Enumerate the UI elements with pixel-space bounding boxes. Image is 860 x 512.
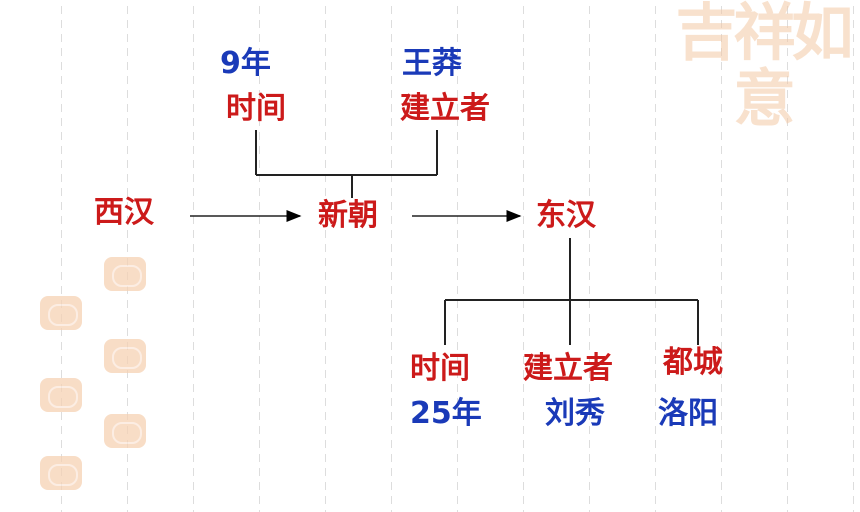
east-han-capital-label: 都城 xyxy=(663,345,723,380)
small-seal-4 xyxy=(40,378,82,412)
small-seal-3 xyxy=(104,339,146,373)
small-seal-6 xyxy=(40,456,82,490)
seal-watermark: 吉祥如意 xyxy=(675,0,853,135)
east-han-founding-year: 25年 xyxy=(410,396,482,431)
xin-founder-label: 建立者 xyxy=(400,91,490,126)
dynasty-east-han: 东汉 xyxy=(536,198,596,233)
small-seal-2 xyxy=(40,296,82,330)
small-seal-1 xyxy=(104,257,146,291)
east-han-founder-name: 刘秀 xyxy=(545,396,605,431)
east-han-founder-label: 建立者 xyxy=(523,351,613,386)
xin-time-label: 时间 xyxy=(226,91,286,126)
top-bracket xyxy=(255,130,438,198)
xin-founder-name: 王莽 xyxy=(402,46,462,81)
dynasty-west-han: 西汉 xyxy=(94,195,154,230)
east-han-capital-name: 洛阳 xyxy=(658,396,718,431)
dynasty-xin: 新朝 xyxy=(318,198,378,233)
small-seal-5 xyxy=(104,414,146,448)
bottom-bracket xyxy=(444,238,699,345)
xin-founding-year: 9年 xyxy=(220,46,271,81)
east-han-time-label: 时间 xyxy=(410,351,470,386)
